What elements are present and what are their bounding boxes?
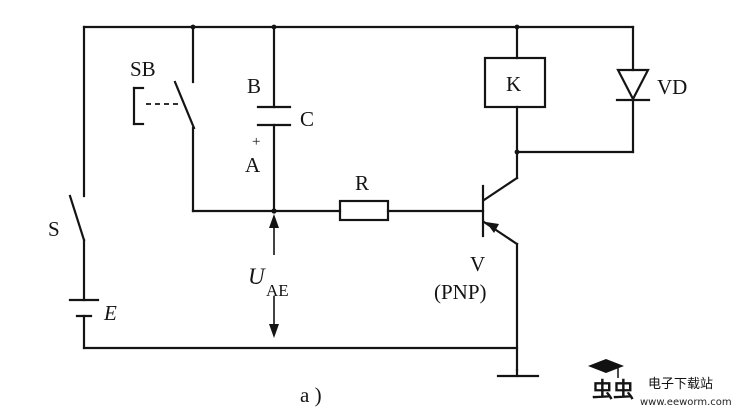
plus-label: + <box>252 134 260 150</box>
switch-s: S <box>48 194 86 242</box>
sb-blade <box>173 80 196 130</box>
wires <box>82 25 635 372</box>
pnp-label: (PNP) <box>434 280 487 304</box>
s-label: S <box>48 217 60 241</box>
junction-dots <box>190 24 520 214</box>
resistor-r: R <box>338 171 390 222</box>
relay-coil-box <box>483 56 547 109</box>
k-label: K <box>506 72 521 96</box>
diode-triangle <box>616 68 650 102</box>
up-arrow-icon <box>269 214 279 228</box>
watermark-logo: 虫虫 <box>592 378 634 402</box>
ae-subscript-label: AE <box>266 281 289 300</box>
battery-e: E <box>68 298 117 325</box>
v-label: V <box>470 252 485 276</box>
diode-vd: VD <box>615 68 687 102</box>
relay-k: K <box>483 56 547 109</box>
u-label: U <box>248 264 266 289</box>
junction-dot <box>514 24 520 30</box>
watermark-url: www.eeworm.com <box>640 397 732 408</box>
push-button-sb: SB <box>130 57 196 130</box>
a-label: A <box>245 153 261 177</box>
s-blade <box>68 194 86 242</box>
resistor-body <box>338 199 390 222</box>
b-label: B <box>247 74 261 98</box>
capacitor-c: B C + A <box>245 74 314 177</box>
junction-dot <box>190 24 196 30</box>
junction-dot <box>271 208 277 214</box>
transistor-v: V (PNP) <box>434 176 519 304</box>
graduation-cap-icon <box>588 359 624 378</box>
voltage-uae-indicator: U AE <box>248 214 289 338</box>
ground <box>496 368 540 378</box>
emitter-arrow-icon <box>486 222 499 233</box>
junction-dot <box>514 149 520 155</box>
sb-label: SB <box>130 57 156 81</box>
junction-dot <box>271 24 277 30</box>
down-arrow-icon <box>269 324 279 338</box>
vd-label: VD <box>657 75 687 99</box>
watermark-site-name: 电子下载站 <box>648 377 713 392</box>
watermark: 虫虫 电子下载站 www.eeworm.com <box>588 359 732 408</box>
e-label: E <box>103 301 117 325</box>
r-label: R <box>355 171 369 195</box>
c-label: C <box>300 107 314 131</box>
figure-caption: a ) <box>300 383 322 407</box>
transistor-collector-line <box>482 176 519 202</box>
